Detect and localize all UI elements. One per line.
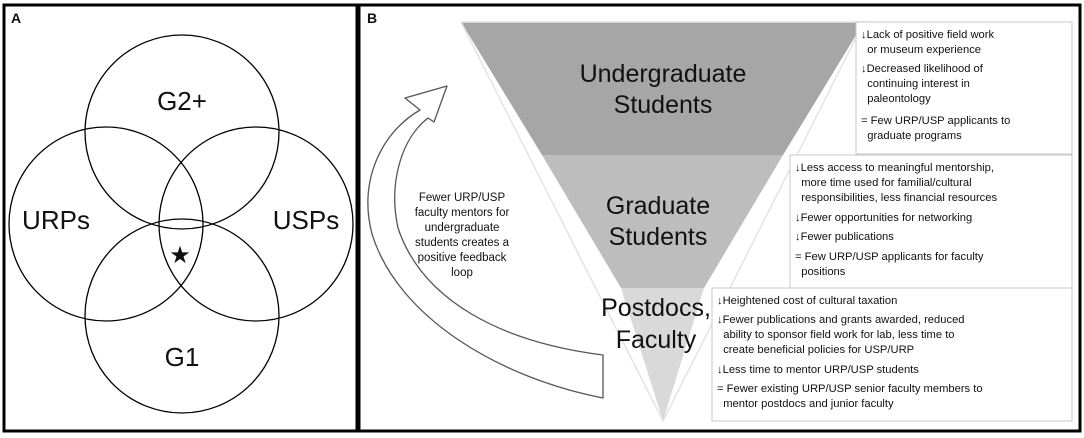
venn-circle-g2 xyxy=(84,34,280,230)
svg-text:= Few URP/USP applicants for f: = Few URP/USP applicants for faculty xyxy=(795,251,984,263)
svg-text:responsibilities, less financi: responsibilities, less financial resourc… xyxy=(795,192,997,204)
venn-circle-usps xyxy=(158,126,354,322)
bullets-postdocs-faculty: ↓Heightened cost of cultural taxation ↓F… xyxy=(717,295,983,410)
feedback-text: Fewer URP/USP faculty mentors for underg… xyxy=(415,192,510,279)
svg-text:loop: loop xyxy=(451,267,473,279)
svg-text:↓Heightened cost of cultural t: ↓Heightened cost of cultural taxation xyxy=(717,295,897,307)
svg-text:faculty mentors for: faculty mentors for xyxy=(415,207,510,219)
svg-text:students creates a: students creates a xyxy=(415,237,510,249)
svg-text:continuing interest in: continuing interest in xyxy=(861,78,970,90)
svg-text:positions: positions xyxy=(795,266,846,278)
svg-text:create beneficial policies for: create beneficial policies for USP/URP xyxy=(717,344,914,356)
svg-text:↓Less access to meaningful men: ↓Less access to meaningful mentorship, xyxy=(795,162,994,174)
tier-graduate xyxy=(542,155,783,288)
star-marker: ★ xyxy=(169,242,191,269)
svg-text:undergraduate: undergraduate xyxy=(425,222,500,234)
tier-label-graduate-1: Graduate xyxy=(606,192,710,220)
svg-text:paleontology: paleontology xyxy=(861,93,931,105)
venn-label-g2: G2+ xyxy=(157,86,207,116)
bullet-box-postdocs xyxy=(711,287,1073,422)
venn-label-usps: USPs xyxy=(273,205,339,235)
svg-text:↓Fewer opportunities for netwo: ↓Fewer opportunities for networking xyxy=(795,212,972,224)
venn-circle-urps xyxy=(8,126,204,322)
bullets-graduate: ↓Less access to meaningful mentorship, m… xyxy=(795,162,997,278)
tier-label-undergraduate-1: Undergraduate xyxy=(580,60,747,88)
tier-label-postdocs-1: Postdocs, xyxy=(601,294,711,322)
pyramid-outline xyxy=(460,21,866,423)
bullet-box-undergraduate xyxy=(855,21,1073,155)
tier-undergraduate xyxy=(461,22,864,155)
panel-a-letter: A xyxy=(11,10,21,26)
svg-text:Fewer URP/USP: Fewer URP/USP xyxy=(419,192,506,204)
panel-b-letter: B xyxy=(367,10,377,26)
svg-text:positive feedback: positive feedback xyxy=(418,252,507,264)
svg-text:mentor postdocs and junior fac: mentor postdocs and junior faculty xyxy=(717,398,894,410)
svg-text:= Few URP/USP applicants to: = Few URP/USP applicants to xyxy=(861,115,1010,127)
svg-text:graduate programs: graduate programs xyxy=(861,130,962,142)
svg-text:↓Less time to mentor URP/USP s: ↓Less time to mentor URP/USP students xyxy=(717,364,919,376)
tier-label-graduate-2: Students xyxy=(609,223,708,251)
venn-label-urps: URPs xyxy=(22,205,90,235)
svg-text:ability to sponsor field work: ability to sponsor field work for lab, l… xyxy=(717,329,955,341)
svg-text:or museum experience: or museum experience xyxy=(861,44,981,56)
svg-text:= Fewer existing URP/USP senio: = Fewer existing URP/USP senior faculty … xyxy=(717,383,983,395)
bullet-box-graduate xyxy=(789,154,1073,289)
feedback-arrow xyxy=(367,85,604,399)
tier-label-postdocs-2: Faculty xyxy=(616,326,697,354)
panel-a-frame xyxy=(2,3,359,433)
svg-text:↓Lack of positive field work: ↓Lack of positive field work xyxy=(861,29,994,41)
svg-text:more time used for familial/cu: more time used for familial/cultural xyxy=(795,177,972,189)
svg-text:↓Fewer publications and grants: ↓Fewer publications and grants awarded, … xyxy=(717,314,965,326)
venn-circle-g1 xyxy=(84,218,280,414)
tier-postdocs-faculty xyxy=(621,288,704,421)
svg-text:↓Decreased likelihood of: ↓Decreased likelihood of xyxy=(861,63,984,75)
tier-label-undergraduate-2: Students xyxy=(614,91,713,119)
svg-text:↓Fewer publications: ↓Fewer publications xyxy=(795,231,894,243)
bullets-undergraduate: ↓Lack of positive field work or museum e… xyxy=(861,29,1010,142)
venn-label-g1: G1 xyxy=(165,342,200,372)
